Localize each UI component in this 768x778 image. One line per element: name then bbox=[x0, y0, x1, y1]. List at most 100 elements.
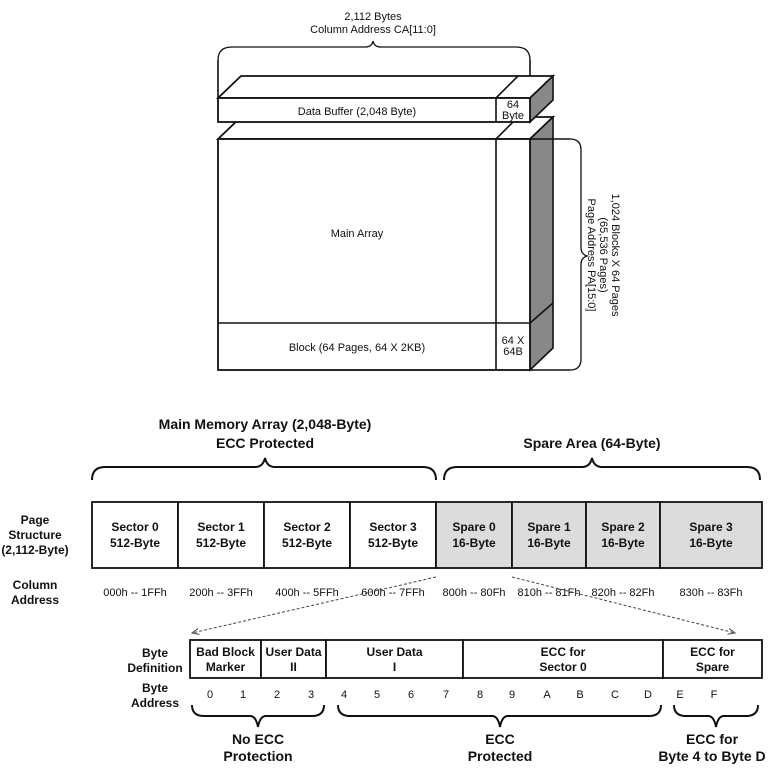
field-label: I bbox=[393, 660, 396, 674]
data-buffer-label: Data Buffer (2,048 Byte) bbox=[298, 106, 416, 118]
byte-address: 2 bbox=[274, 689, 280, 701]
byte-definition-label: Definition bbox=[127, 661, 182, 675]
column-address: 830h -- 83Fh bbox=[680, 587, 743, 599]
cell-size: 512-Byte bbox=[368, 536, 418, 550]
cell-name: Sector 0 bbox=[111, 520, 159, 534]
byte-address: C bbox=[611, 689, 619, 701]
page-structure-label: Page bbox=[21, 513, 50, 527]
field-label: User Data bbox=[265, 645, 321, 659]
cell-size: 512-Byte bbox=[110, 536, 160, 550]
cell-size: 16-Byte bbox=[689, 536, 733, 550]
byte-address: 8 bbox=[477, 689, 483, 701]
block-spare-label: 64B bbox=[503, 346, 523, 358]
byte-address: 1 bbox=[240, 689, 246, 701]
cell-name: Spare 2 bbox=[601, 520, 645, 534]
byte-address: F bbox=[711, 689, 718, 701]
column-address-row-label: Address bbox=[11, 593, 59, 607]
column-address: 400h -- 5FFh bbox=[275, 587, 339, 599]
group-label: Protected bbox=[468, 748, 533, 764]
page-cell bbox=[349, 501, 437, 569]
byte-address: 3 bbox=[308, 689, 314, 701]
byte-address-label: Byte bbox=[142, 681, 168, 695]
byte-field bbox=[189, 639, 262, 679]
cell-name: Sector 3 bbox=[369, 520, 417, 534]
column-address-row-label: Column bbox=[13, 578, 58, 592]
cell-name: Spare 0 bbox=[452, 520, 496, 534]
byte-address: 5 bbox=[374, 689, 380, 701]
field-label: Spare bbox=[696, 660, 730, 674]
buffer-spare-label: Byte bbox=[502, 110, 524, 122]
block-label: Block (64 Pages, 64 X 2KB) bbox=[289, 342, 425, 354]
byte-field bbox=[662, 639, 763, 679]
column-address: 000h -- 1FFh bbox=[103, 587, 167, 599]
cell-name: Spare 1 bbox=[527, 520, 571, 534]
main-array bbox=[215, 115, 556, 372]
page-cell bbox=[659, 501, 763, 569]
cell-size: 512-Byte bbox=[282, 536, 332, 550]
cell-size: 16-Byte bbox=[601, 536, 645, 550]
byte-field bbox=[325, 639, 464, 679]
group-label: No ECC bbox=[232, 731, 284, 747]
column-address: 810h -- 81Fh bbox=[518, 587, 581, 599]
cell-name: Sector 1 bbox=[197, 520, 245, 534]
field-label: ECC for bbox=[541, 645, 586, 659]
page-cell bbox=[263, 501, 351, 569]
data-buffer bbox=[215, 74, 556, 124]
main-memory-title: Main Memory Array (2,048-Byte) bbox=[159, 416, 372, 432]
group-label: Byte 4 to Byte D bbox=[658, 748, 765, 764]
zoom-line-left bbox=[192, 576, 437, 633]
byte-field bbox=[260, 639, 327, 679]
cell-size: 512-Byte bbox=[196, 536, 246, 550]
field-label: Bad Block bbox=[196, 645, 255, 659]
cell-size: 16-Byte bbox=[527, 536, 571, 550]
cell-size: 16-Byte bbox=[452, 536, 496, 550]
column-address: 200h -- 3FFh bbox=[189, 587, 253, 599]
field-label: ECC for bbox=[690, 645, 735, 659]
ecc-brace bbox=[337, 704, 662, 728]
width-brace bbox=[217, 40, 531, 61]
main-array-label: Main Array bbox=[331, 228, 384, 240]
spare-brace bbox=[443, 457, 761, 481]
byte-address-label: Address bbox=[131, 696, 179, 710]
group-label: Protection bbox=[223, 748, 292, 764]
no-ecc-brace bbox=[191, 704, 325, 728]
byte-address: A bbox=[543, 689, 551, 701]
column-address: 800h -- 80Fh bbox=[443, 587, 506, 599]
byte-address: 7 bbox=[443, 689, 449, 701]
byte-address: 0 bbox=[207, 689, 213, 701]
block-spare-label: 64 X bbox=[502, 335, 525, 347]
group-label: ECC bbox=[485, 731, 515, 747]
page-cell bbox=[91, 501, 179, 569]
width-label: 2,112 Bytes bbox=[344, 11, 402, 23]
spare-area-title: Spare Area (64-Byte) bbox=[523, 435, 660, 451]
cell-name: Spare 3 bbox=[689, 520, 733, 534]
field-label: Sector 0 bbox=[539, 660, 587, 674]
page-cell bbox=[435, 501, 513, 569]
main-brace bbox=[91, 457, 437, 481]
ecc-spare-brace bbox=[673, 704, 759, 728]
byte-address: B bbox=[576, 689, 583, 701]
page-structure-label: (2,112-Byte) bbox=[1, 543, 68, 557]
height-label: Page Address PA[15:0] bbox=[585, 199, 597, 312]
byte-address: 6 bbox=[408, 689, 414, 701]
group-label: ECC for bbox=[686, 731, 739, 747]
byte-definition-label: Byte bbox=[142, 646, 168, 660]
column-address: 820h -- 82Fh bbox=[592, 587, 655, 599]
height-label: (65,536 Pages) bbox=[597, 217, 609, 292]
byte-address: 4 bbox=[341, 689, 347, 701]
column-address-label: Column Address CA[11:0] bbox=[310, 24, 436, 36]
page-structure-label: Structure bbox=[8, 528, 62, 542]
field-label: Marker bbox=[206, 660, 246, 674]
height-brace bbox=[569, 138, 590, 371]
field-label: II bbox=[290, 660, 297, 674]
byte-field bbox=[462, 639, 664, 679]
byte-address: E bbox=[676, 689, 683, 701]
height-label: 1,024 Blocks X 64 Pages bbox=[609, 194, 621, 317]
byte-address: 9 bbox=[509, 689, 515, 701]
page-cell bbox=[177, 501, 265, 569]
cell-name: Sector 2 bbox=[283, 520, 331, 534]
page-cell bbox=[511, 501, 587, 569]
column-address: 600h -- 7FFh bbox=[361, 587, 425, 599]
page-cell bbox=[585, 501, 661, 569]
